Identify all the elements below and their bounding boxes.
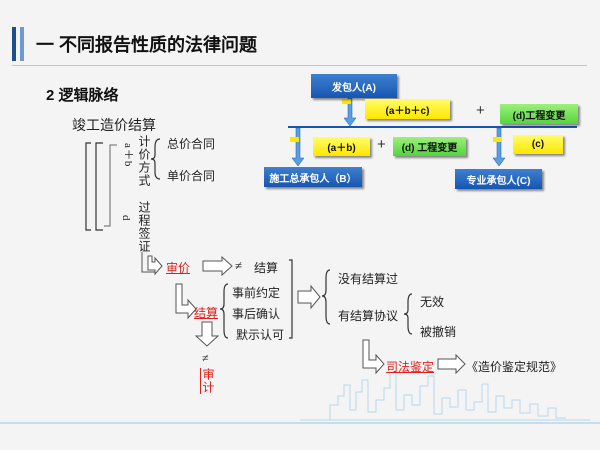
unit-contract: 单价合同 — [167, 169, 216, 183]
audit-price-label: 审价 — [166, 261, 191, 275]
plus-sign-2: + — [377, 136, 386, 153]
c-box: (c) — [513, 135, 563, 154]
skyline-watermark — [300, 371, 590, 421]
plus-sign-1: + — [476, 102, 485, 119]
after-confirm: 事后确认 — [232, 307, 281, 321]
revoked-label: 被撤销 — [420, 325, 457, 339]
prior-agreement: 事前约定 — [232, 286, 281, 300]
specialty-contractor-box: 专业承包人(C) — [455, 169, 542, 189]
settlement-2-label: 结算 — [194, 306, 219, 320]
d-label: d — [120, 215, 132, 222]
tacit-approval: 默示认可 — [236, 328, 285, 342]
title-accent-light — [20, 27, 24, 61]
judicial-appraisal: 司法鉴定 — [386, 360, 435, 374]
has-agreement: 有结算协议 — [338, 309, 399, 323]
process-visa: 过程签证 — [137, 201, 151, 253]
cost-rule: 《造价鉴定规范》 — [466, 360, 563, 374]
settlement-label: 竣工造价结算 — [72, 119, 156, 134]
d-change-box: (d) 工程变更 — [393, 137, 466, 156]
no-agreement: 没有结算过 — [338, 272, 399, 286]
ab-box: (a＋b) — [313, 137, 370, 156]
employer-box: 发包人(A) — [311, 74, 397, 98]
page-title: 一 不同报告性质的法律问题 — [36, 35, 257, 55]
abc-box: (a＋b＋c) — [365, 99, 450, 119]
general-contractor-box: 施工总承包人（B） — [264, 167, 362, 187]
neq-sign-1: ≠ — [235, 258, 243, 273]
title-accent-dark — [12, 27, 16, 61]
pricing-method: 计价方式 — [137, 135, 151, 187]
invalid-label: 无效 — [420, 295, 445, 309]
title-bar: 一 不同报告性质的法律问题 — [12, 27, 587, 66]
title-divider — [12, 65, 587, 66]
d-change-top-box: (d)工程变更 — [500, 104, 578, 124]
section-title: 2 逻辑脉络 — [46, 87, 119, 104]
total-contract: 总价合同 — [167, 137, 216, 151]
settle-word: 结算 — [254, 261, 279, 275]
ab-label: a＋b — [122, 143, 134, 168]
audit-vertical: 审计 — [201, 368, 215, 394]
neq-sign-2: ≠ — [202, 351, 209, 365]
